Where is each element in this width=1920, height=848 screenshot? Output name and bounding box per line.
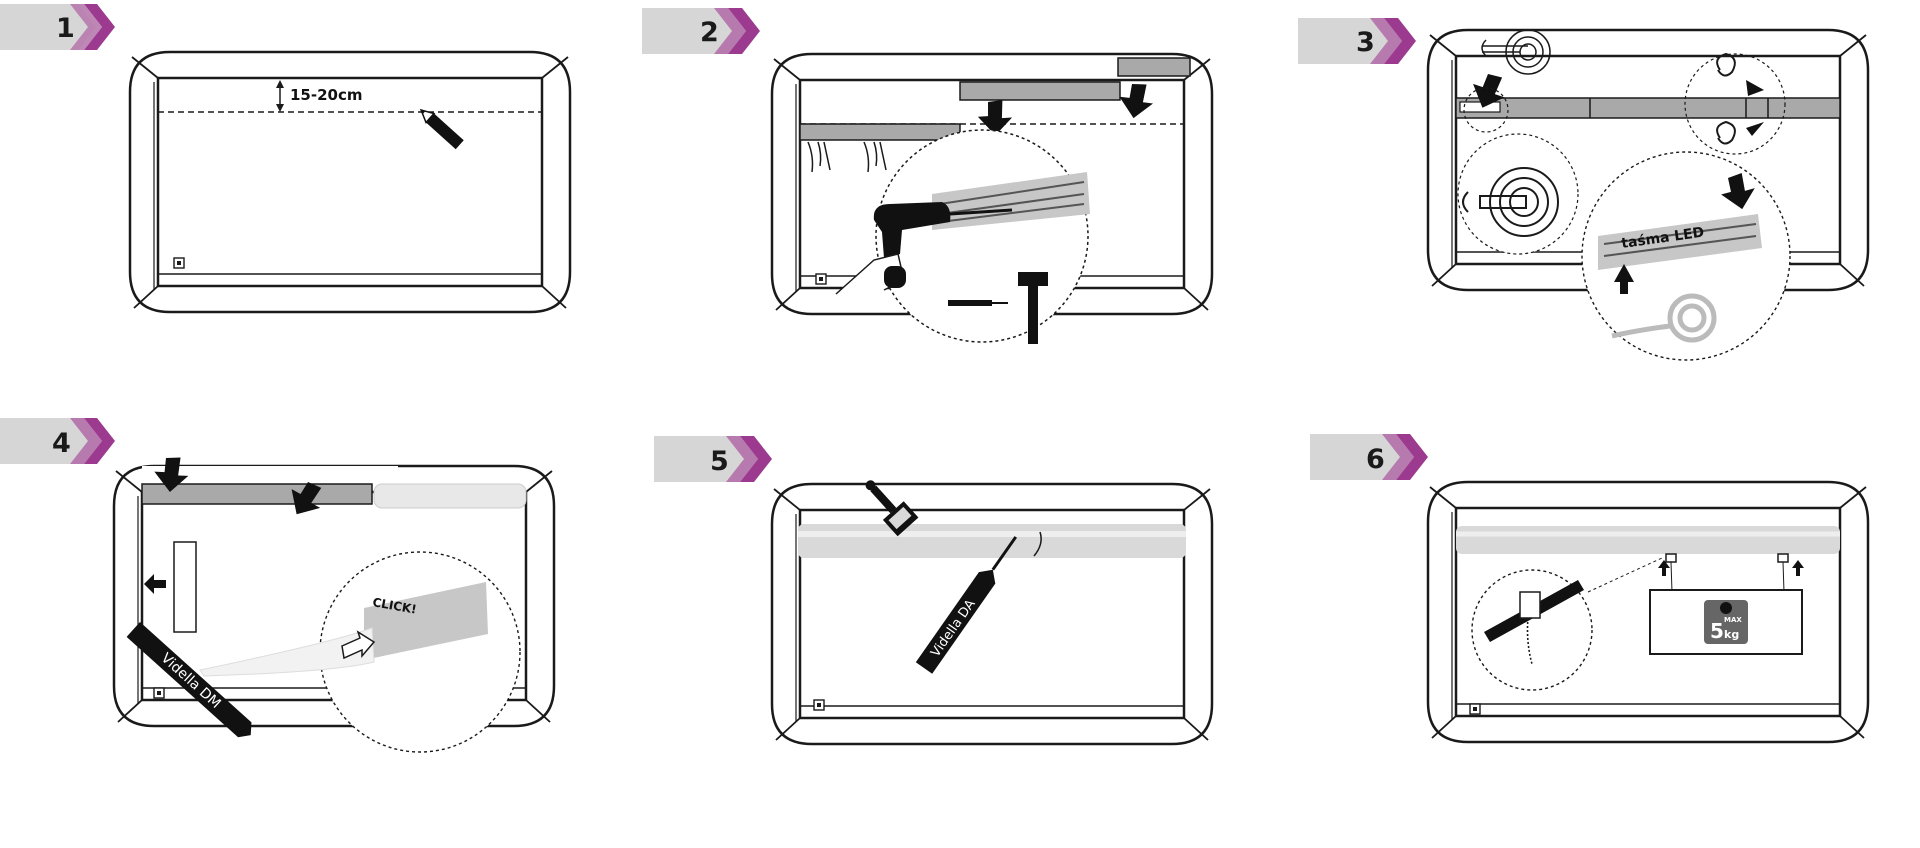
socket-icon xyxy=(173,257,185,269)
profile-segment xyxy=(1117,57,1191,77)
pencil-icon xyxy=(419,108,464,150)
hands-icon xyxy=(807,141,887,173)
screw-plug-icon xyxy=(948,300,1008,306)
zoom-circle xyxy=(1457,133,1579,255)
end-cap-icon xyxy=(1716,52,1736,145)
step-3-number: 3 xyxy=(1356,27,1375,58)
step-4-number: 4 xyxy=(52,428,71,459)
measure-label: 15-20cm xyxy=(290,86,363,104)
step-4-panel: CLICK! Vidella DM xyxy=(112,452,556,753)
hook-icon xyxy=(1658,553,1804,593)
profile-segment xyxy=(799,123,961,141)
led-strip-roll-icon xyxy=(1611,293,1717,343)
step-5-number: 5 xyxy=(710,446,729,477)
weight-max-label: MAX xyxy=(1724,616,1742,624)
diffuser-installed xyxy=(1456,526,1840,554)
step-6-number: 6 xyxy=(1366,444,1385,475)
profile-segment xyxy=(959,81,1121,101)
step-3-badge: 3 xyxy=(1298,18,1416,64)
weight-value: 5 xyxy=(1710,619,1724,643)
socket-icon xyxy=(1469,703,1481,715)
led-reel-icon xyxy=(1462,167,1559,237)
step-1-panel: 15-20cm xyxy=(128,50,572,314)
hook-closeup-icon xyxy=(1484,580,1584,665)
diffuser-installed xyxy=(798,524,1186,558)
left-arrow-icon xyxy=(144,574,166,594)
led-reel-small-icon xyxy=(1481,29,1551,75)
step-1-number: 1 xyxy=(56,13,75,44)
profile-closeup xyxy=(932,172,1090,230)
step-6-badge: 6 xyxy=(1310,434,1428,480)
diffuser-closeup xyxy=(199,627,375,677)
step-2-number: 2 xyxy=(700,17,719,48)
weight-unit-label: kg xyxy=(1724,628,1739,641)
socket-icon xyxy=(813,699,825,711)
step-3-panel: taśma LED xyxy=(1426,28,1870,361)
profile-installed xyxy=(141,483,373,505)
paint-brush-icon xyxy=(865,480,919,537)
diffuser-cover xyxy=(373,483,527,509)
zoom-circle xyxy=(875,129,1089,343)
step-5-badge: 5 xyxy=(654,436,772,482)
profile-installed xyxy=(1455,97,1841,119)
measure-arrow xyxy=(276,80,284,112)
step-2-badge: 2 xyxy=(642,8,760,54)
step-1-badge: 1 xyxy=(0,4,115,50)
end-cap-part xyxy=(173,541,197,633)
step-6-panel: 5 MAX kg xyxy=(1426,480,1870,744)
step-5-panel: Vidella DA xyxy=(770,480,1214,746)
step-4-badge: 4 xyxy=(0,418,115,464)
weight-icon: 5 MAX kg xyxy=(1704,600,1748,644)
step-2-panel xyxy=(770,52,1214,344)
hammer-icon xyxy=(1018,272,1048,344)
up-arrow-icon xyxy=(1614,264,1634,294)
socket-icon xyxy=(153,687,165,699)
drill-icon xyxy=(835,202,1013,295)
right-arrow-icon xyxy=(341,630,376,660)
socket-icon xyxy=(815,273,827,285)
